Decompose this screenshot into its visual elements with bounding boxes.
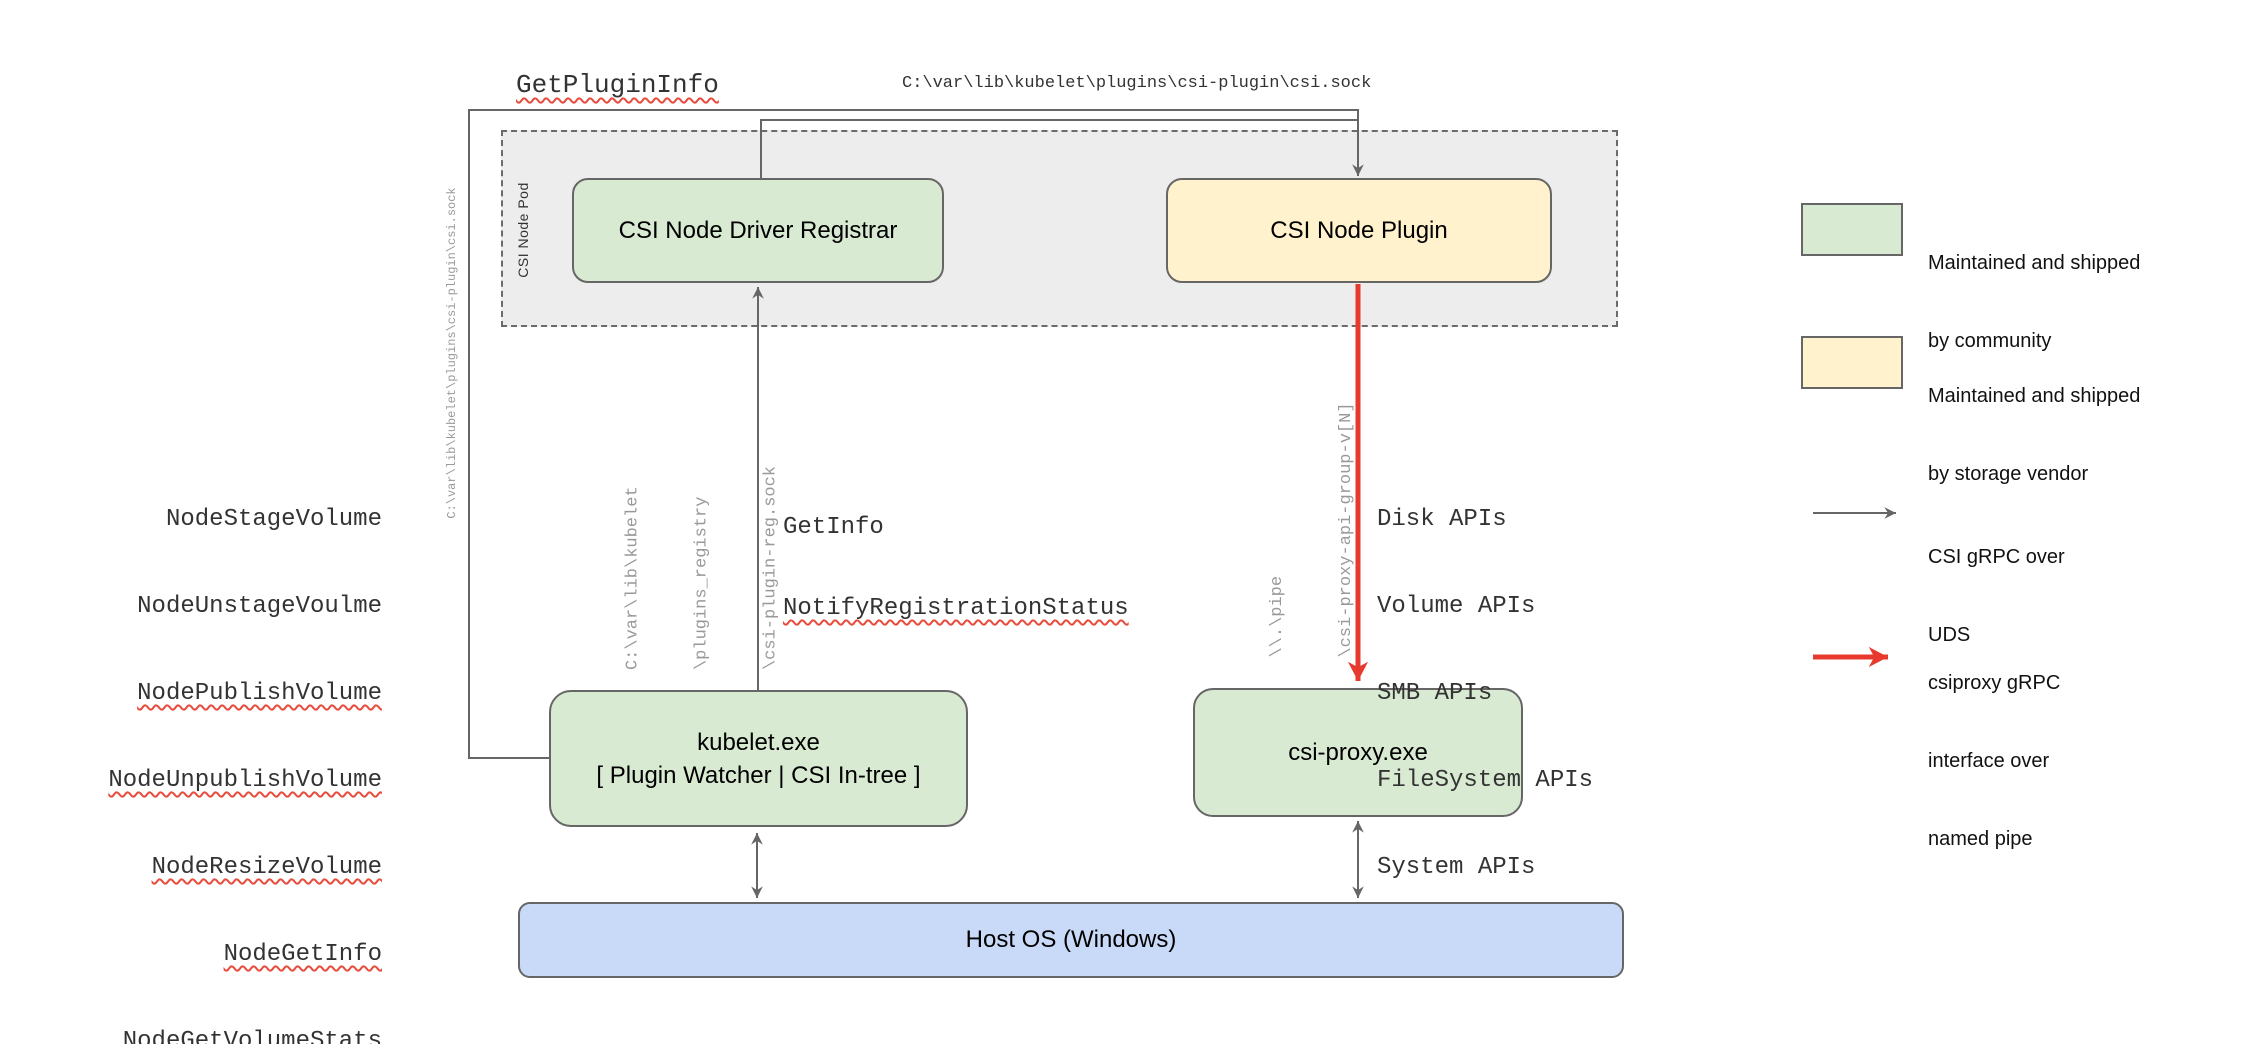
legend-vendor-swatch [1801, 336, 1903, 389]
legend-community-text: Maintained and shipped by community [1928, 198, 2140, 406]
host-os-box: Host OS (Windows) [518, 902, 1624, 978]
node-rpc-item: NodeUnstageVoulme [137, 593, 382, 620]
kubelet-to-plugin-uds-arrow [468, 109, 1364, 759]
legend-uds-line2: UDS [1928, 624, 1971, 646]
csi-node-pod-label: CSI Node Pod [515, 182, 531, 278]
node-rpc-item: NodePublishVolume [137, 680, 382, 707]
kubelet-box: kubelet.exe [ Plugin Watcher | CSI In-tr… [549, 690, 968, 827]
registration-sock-path-line1: C:\var\lib\kubelet [623, 486, 643, 671]
named-pipe-path-line1: \\.\pipe [1268, 575, 1287, 658]
legend-vendor-text: Maintained and shipped by storage vendor [1928, 331, 2140, 539]
csi-sock-path-left-label: C:\var\lib\kubelet\plugins\csi-plugin\cs… [445, 187, 459, 519]
proxy-api-item: SMB APIs [1377, 680, 1493, 707]
notify-registration-status-label: NotifyRegistrationStatus [783, 595, 1129, 622]
legend-vendor-line2: by storage vendor [1928, 463, 2089, 485]
node-rpc-list: NodeStageVolume NodeUnstageVoulme NodePu… [88, 447, 382, 1044]
legend-vendor-line1: Maintained and shipped [1928, 385, 2141, 407]
node-rpc-item: NodeStageVolume [165, 506, 382, 533]
node-rpc-item: NodeResizeVolume [151, 854, 382, 881]
get-info-label: GetInfo [783, 514, 884, 541]
csi-sock-path-top-label: C:\var\lib\kubelet\plugins\csi-plugin\cs… [902, 74, 1372, 93]
legend-namedpipe-line1: csiproxy gRPC [1928, 672, 2061, 694]
csi-node-plugin-label: CSI Node Plugin [1270, 216, 1448, 244]
registration-rpcs-label: GetInfo NotifyRegistrationStatus [783, 460, 1129, 676]
proxy-api-item: Disk APIs [1377, 506, 1507, 533]
legend-namedpipe-line3: named pipe [1928, 828, 2033, 850]
proxy-api-item: FileSystem APIs [1377, 767, 1594, 794]
registration-sock-path-line3: \csi-plugin-reg.sock [761, 465, 781, 671]
csi-proxy-box: csi-proxy.exe [1193, 688, 1523, 817]
host-os-label: Host OS (Windows) [965, 926, 1177, 953]
legend-namedpipe-text: csiproxy gRPC interface over named pipe [1928, 618, 2060, 904]
legend-community-line1: Maintained and shipped [1928, 252, 2141, 274]
node-rpc-item: NodeUnpublishVolume [108, 767, 382, 794]
legend-namedpipe-line2: interface over [1928, 750, 2050, 772]
proxy-api-item: Volume APIs [1377, 593, 1536, 620]
legend-uds-line1: CSI gRPC over [1928, 546, 2065, 568]
proxy-api-item: System APIs [1377, 854, 1536, 881]
csi-node-plugin-box: CSI Node Plugin [1166, 178, 1552, 283]
node-rpc-item: NodeGetVolumeStats [122, 1028, 382, 1044]
csi-node-driver-registrar-label: CSI Node Driver Registrar [618, 216, 898, 244]
node-rpc-item: NodeGetInfo [223, 941, 382, 968]
named-pipe-path-line2: \csi-proxy-api-group-v[N] [1337, 402, 1356, 658]
get-plugin-info-label: GetPluginInfo [516, 70, 719, 100]
registrar-to-plugin-uds-line [760, 119, 1357, 178]
proxy-api-list: Disk APIs Volume APIs SMB APIs FileSyste… [1377, 447, 1593, 940]
kubelet-label-line1: kubelet.exe [697, 728, 820, 756]
kubelet-label-line2: [ Plugin Watcher | CSI In-tree ] [596, 761, 921, 789]
legend-community-line2: by community [1928, 330, 2052, 352]
legend-uds-text: CSI gRPC over UDS [1928, 492, 2065, 700]
csi-node-driver-registrar-box: CSI Node Driver Registrar [572, 178, 944, 283]
csi-proxy-label: csi-proxy.exe [1288, 738, 1428, 766]
registration-sock-path-line2: \plugins_registry [692, 496, 712, 671]
legend-community-swatch [1801, 203, 1903, 256]
